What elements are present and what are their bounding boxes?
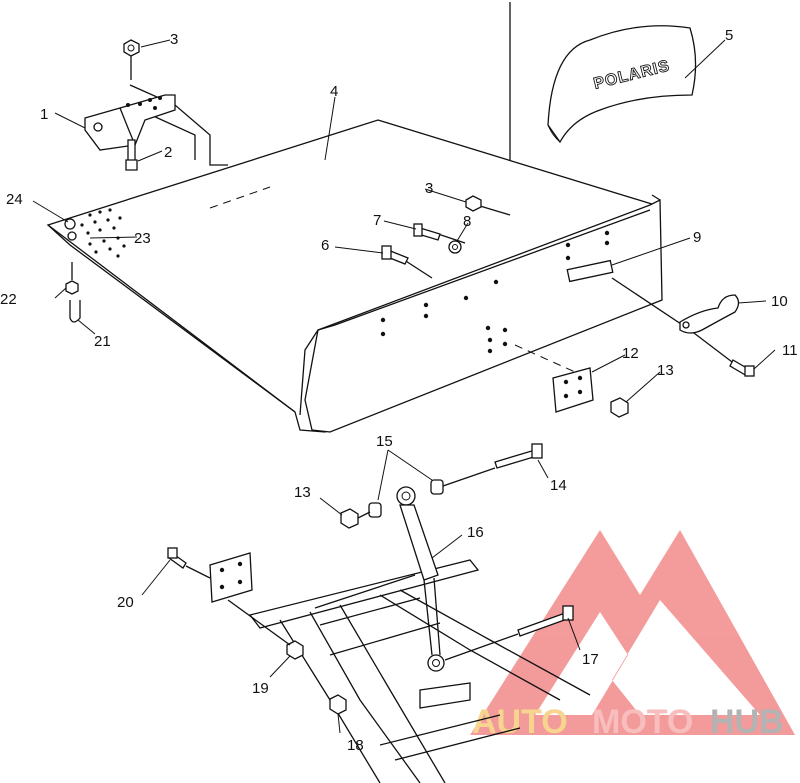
watermark-logo: AUTO MOTO HUB (470, 530, 795, 741)
callout-1: 1 (40, 106, 48, 123)
part-13-nut-lower (340, 508, 359, 529)
part-1-bracket (84, 94, 176, 151)
part-13-nut-upper (610, 397, 629, 418)
part-21-u-bolt (69, 300, 81, 323)
watermark-triangle (470, 530, 795, 735)
part-15-bushings (368, 479, 444, 518)
callout-20: 20 (117, 594, 134, 611)
callout-19: 19 (252, 680, 269, 697)
part-14-bolt (494, 443, 543, 469)
callout-10: 10 (771, 293, 788, 310)
callout-9: 9 (693, 229, 701, 246)
callout-23: 23 (134, 230, 151, 247)
part-8-washer (448, 240, 462, 254)
callout-22: 22 (0, 291, 17, 308)
callout-5: 5 (725, 27, 733, 44)
callout-4: 4 (330, 83, 338, 100)
part-5-cover: POLARIS (547, 25, 697, 144)
watermark-brand-moto: MOTO (592, 703, 693, 741)
callout-13-lower: 13 (294, 484, 311, 501)
part-12-plate (552, 367, 594, 413)
callout-leaders (32, 39, 776, 734)
part-3-nut-top (123, 39, 140, 80)
callout-labels: 1 2 3 3 4 5 6 7 8 9 10 11 12 13 13 14 15… (0, 27, 798, 754)
part-20-bolt (167, 547, 187, 569)
part-11-bolt (729, 359, 755, 377)
watermark-brand-auto: AUTO (472, 703, 568, 741)
callout-13-upper: 13 (657, 362, 674, 379)
part-16-shock (396, 486, 445, 672)
callout-21: 21 (94, 333, 111, 350)
watermark-brand-hub: HUB (710, 703, 784, 741)
part-10-hitch (679, 294, 740, 334)
part-20-plate (209, 552, 253, 603)
callout-8: 8 (463, 213, 471, 230)
callout-15: 15 (376, 433, 393, 450)
part-3-nut-mid (465, 195, 482, 212)
callout-7: 7 (373, 212, 381, 229)
callout-12: 12 (622, 345, 639, 362)
callout-14: 14 (550, 477, 567, 494)
callout-2: 2 (164, 144, 172, 161)
part-19-nut (286, 640, 304, 660)
callout-11: 11 (782, 342, 798, 359)
callout-24: 24 (6, 191, 23, 208)
part-2-bolt (125, 139, 138, 171)
callout-3-mid: 3 (425, 180, 433, 197)
part-17-bolt (517, 605, 574, 637)
part-7-bolt (413, 223, 441, 241)
callout-16: 16 (467, 524, 484, 541)
callout-3-top: 3 (170, 31, 178, 48)
callout-17: 17 (582, 651, 599, 668)
part-4-plate (46, 119, 663, 433)
part-22-nut (65, 262, 79, 295)
callout-18: 18 (347, 737, 364, 754)
part-18-nut (329, 694, 347, 715)
callout-6: 6 (321, 237, 329, 254)
